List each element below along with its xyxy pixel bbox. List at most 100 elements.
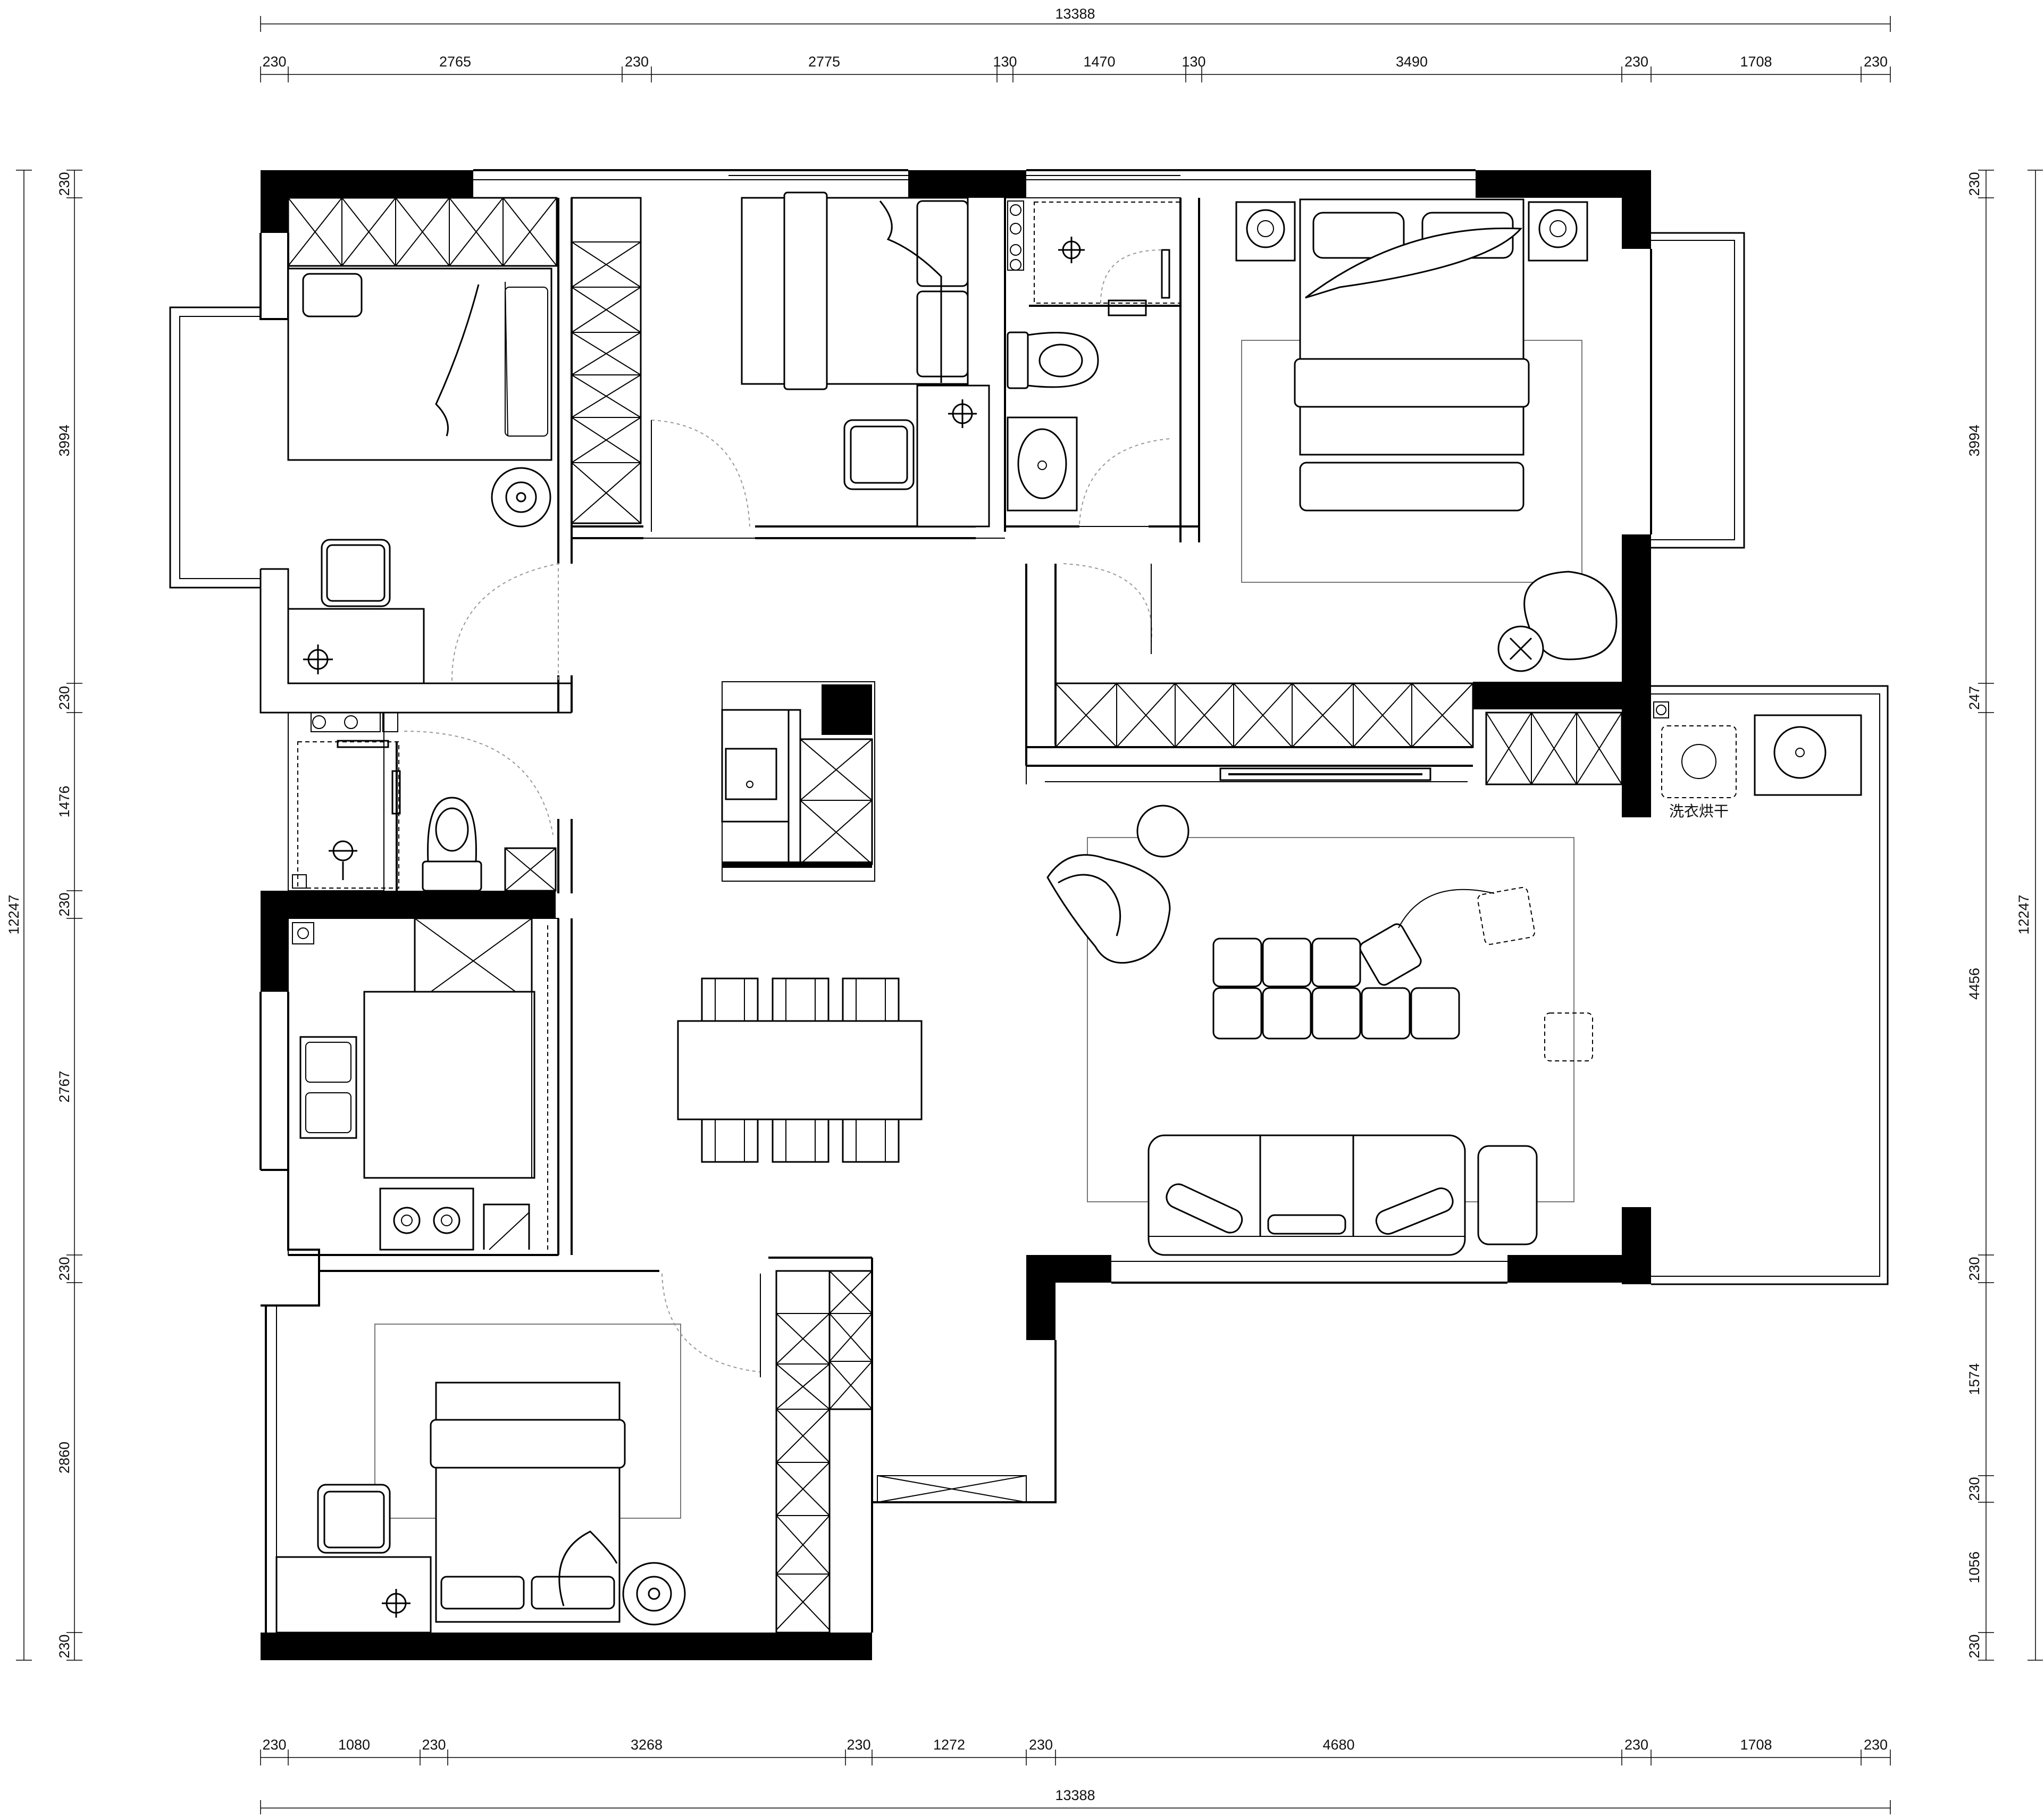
floor-lamp-arc xyxy=(1398,889,1495,928)
dimension-label: 230 xyxy=(847,1737,870,1753)
desk-top-left xyxy=(287,608,425,684)
bedroom-top-middle xyxy=(651,191,990,532)
dimension-label: 3490 xyxy=(1396,54,1428,70)
single-bed-icon xyxy=(287,267,552,461)
chair-icon-2 xyxy=(317,1484,391,1554)
ottoman-icon xyxy=(1477,886,1536,945)
dimension-label: 1080 xyxy=(338,1737,370,1753)
dimension-label: 230 xyxy=(56,1257,72,1281)
nightstand-right xyxy=(1528,201,1588,262)
dimension-right-total: 12247 xyxy=(2016,170,2043,1661)
lounge-chair-icon xyxy=(1046,854,1171,964)
dimension-label: 2775 xyxy=(808,54,840,70)
chair-icon xyxy=(321,539,391,607)
dimension-label: 230 xyxy=(422,1737,446,1753)
dimension-label: 230 xyxy=(262,1737,286,1753)
corridor-wardrobe xyxy=(571,197,642,524)
exterior-walls xyxy=(261,170,1651,1660)
round-stool-icon-2 xyxy=(622,1562,686,1626)
wardrobe-top-left xyxy=(287,197,558,267)
toilet-icon xyxy=(422,797,482,892)
dimension-label: 230 xyxy=(1864,1737,1888,1753)
dimension-label: 4680 xyxy=(1322,1737,1354,1753)
dimension-label: 230 xyxy=(1966,1634,1982,1658)
dimension-label: 230 xyxy=(56,1634,72,1658)
dimension-left-segments: 230 3994 230 1476 230 2767 230 2860 230 xyxy=(56,170,82,1661)
dining-chairs xyxy=(701,977,900,1163)
dim-left-total-label: 12247 xyxy=(6,894,22,934)
dimension-label: 3994 xyxy=(56,424,72,456)
lamp-icon xyxy=(303,645,333,674)
windows xyxy=(728,175,1468,784)
dimension-label: 2860 xyxy=(56,1442,72,1474)
round-stool-icon xyxy=(491,467,551,528)
dimension-label: 230 xyxy=(1029,1737,1053,1753)
dimension-label: 1476 xyxy=(56,785,72,817)
living-room xyxy=(1046,805,1593,1256)
tv-icon xyxy=(1219,767,1431,781)
dimension-label: 130 xyxy=(993,54,1017,70)
dimension-label: 230 xyxy=(56,892,72,916)
side-cabinet-icon xyxy=(1477,1145,1538,1245)
double-sink-icon xyxy=(299,1036,357,1139)
dimension-label: 1574 xyxy=(1966,1363,1982,1395)
dimension-left-total: 12247 xyxy=(6,170,32,1661)
armchair-icon xyxy=(1497,571,1618,672)
dimension-bottom-segments: 230 1080 230 3268 230 1272 230 4680 230 1708 230 xyxy=(260,1737,1891,1765)
double-bed-icon xyxy=(430,1382,626,1623)
dimension-label: 247 xyxy=(1966,686,1982,710)
desk-bottom-left xyxy=(275,1556,432,1634)
dimension-label: 2765 xyxy=(439,54,471,70)
bedroom-top-left xyxy=(287,197,559,684)
sink-icon xyxy=(1007,416,1078,512)
sofa-icon xyxy=(1147,1134,1466,1256)
dimension-top-total: 13388 xyxy=(260,6,1891,32)
dimension-label: 230 xyxy=(1624,1737,1648,1753)
dimension-label: 230 xyxy=(262,54,286,70)
door-swing xyxy=(451,563,559,681)
laundry-area: 洗衣烘干 xyxy=(1653,701,1862,820)
dimension-label: 2767 xyxy=(56,1070,72,1102)
double-bed-icon-2 xyxy=(1294,198,1530,456)
dimension-label: 1056 xyxy=(1966,1551,1982,1583)
dimension-label: 130 xyxy=(1182,54,1205,70)
dim-right-total-label: 12247 xyxy=(2016,894,2032,934)
shower-icon xyxy=(1058,237,1085,263)
dimension-label: 3268 xyxy=(631,1737,663,1753)
stove-icon xyxy=(379,1187,474,1251)
bathroom-left xyxy=(288,712,557,892)
dimension-label: 230 xyxy=(625,54,649,70)
dimension-label: 3994 xyxy=(1966,424,1982,456)
master-bathroom xyxy=(1004,197,1181,527)
dimension-label: 1272 xyxy=(933,1737,965,1753)
dimension-top-segments: 230 2765 230 2775 130 1470 130 3490 230 1708 230 xyxy=(260,54,1891,82)
side-table-icon xyxy=(1136,805,1189,858)
laundry-label: 洗衣烘干 xyxy=(1669,802,1729,820)
lamp-icon-2 xyxy=(382,1589,411,1618)
dimension-label: 230 xyxy=(56,686,72,710)
dimension-label: 230 xyxy=(56,172,72,196)
nightstand-left xyxy=(1235,201,1296,262)
toilet-icon-2 xyxy=(1007,331,1099,389)
master-bedroom xyxy=(1054,198,1623,785)
dimension-label: 4456 xyxy=(1966,968,1982,1000)
dim-bottom-total-label: 13388 xyxy=(1055,1787,1095,1803)
sectional-sofa-icon xyxy=(1212,923,1460,1040)
dimension-label: 230 xyxy=(1966,1257,1982,1281)
bedroom-bottom-left xyxy=(275,1270,873,1634)
dimension-label: 1470 xyxy=(1083,54,1115,70)
kitchen xyxy=(288,917,559,1256)
dimension-label: 230 xyxy=(1966,1477,1982,1501)
dimension-bottom-total: 13388 xyxy=(260,1787,1891,1814)
dining-table-icon xyxy=(677,977,923,1163)
ottoman-icon-2 xyxy=(1544,1012,1593,1061)
dimension-label: 230 xyxy=(1864,54,1888,70)
chair-icon-3 xyxy=(843,419,915,490)
dim-top-total-label: 13388 xyxy=(1055,6,1095,22)
single-bed-icon-2 xyxy=(741,191,969,390)
dimension-label: 230 xyxy=(1624,54,1648,70)
dimension-label: 1708 xyxy=(1740,1737,1772,1753)
dimension-label: 1708 xyxy=(1740,54,1772,70)
